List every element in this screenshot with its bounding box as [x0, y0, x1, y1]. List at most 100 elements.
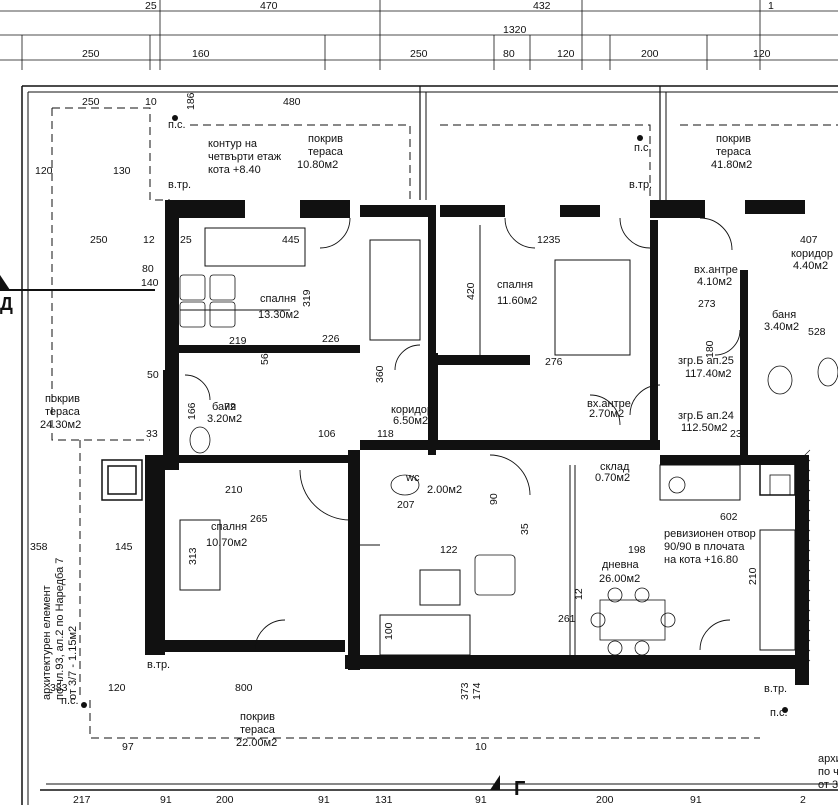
- bath-1-label: баня 3.20м2: [207, 401, 242, 425]
- dim-top-200: 200: [641, 48, 659, 60]
- svg-text:вх.антре: вх.антре: [694, 264, 738, 276]
- dim-207: 72: [224, 401, 236, 413]
- vdim-180: 174: [471, 682, 483, 700]
- svg-text:11.60м2: 11.60м2: [497, 295, 537, 307]
- svg-text:41.80м2: 41.80м2: [711, 159, 752, 171]
- dim-12: 12: [143, 234, 155, 246]
- bath-2-label: баня 3.40м2: [764, 309, 799, 333]
- svg-text:от 3/7 - 1.15м2: от 3/7 - 1.15м2: [67, 626, 79, 700]
- dim-bottom-2: 2: [800, 794, 806, 805]
- svg-text:тераса: тераса: [240, 724, 276, 736]
- dim-106: 106: [318, 428, 336, 440]
- dim-120: 120: [35, 165, 53, 177]
- svg-text:архи: архи: [818, 753, 838, 765]
- interior-lines: [179, 225, 796, 656]
- dim-top-25: 25: [145, 0, 157, 12]
- vdim-251: 100: [383, 622, 395, 640]
- bedroom-3-label: спалня 10.70м2: [206, 521, 247, 549]
- apt-24-label: згр.Б ап.24 112.50м2: [678, 410, 734, 434]
- ps-label-1: п.с.: [168, 119, 186, 131]
- svg-text:6.50м2: 6.50м2: [393, 415, 428, 427]
- svg-text:згр.Б ап.24: згр.Б ап.24: [678, 410, 734, 422]
- wall-hatch: [799, 449, 811, 671]
- svg-text:26.00м2: 26.00м2: [599, 573, 640, 585]
- furniture: [179, 274, 838, 656]
- dim-273: 231: [730, 428, 748, 440]
- dim-219: 219: [229, 335, 247, 347]
- dim-528: 407: [800, 234, 818, 246]
- svg-text:3.40м2: 3.40м2: [764, 321, 799, 333]
- dim-72: 145: [115, 541, 133, 553]
- top-dimension-text: 25 470 432 1 1320 250 160 250 80 120 200…: [82, 0, 774, 60]
- terrace-top-right-label: покрив тераса 41.80м2: [711, 133, 752, 171]
- svg-text:0.70м2: 0.70м2: [595, 472, 630, 484]
- vtr-label-2: в.тр.: [629, 179, 652, 191]
- svg-text:4.40м2: 4.40м2: [793, 260, 828, 272]
- dim-250-left: 250: [90, 234, 108, 246]
- dim-top-160: 160: [192, 48, 210, 60]
- svg-text:покрив: покрив: [308, 133, 343, 145]
- svg-text:спалня: спалня: [497, 279, 533, 291]
- svg-text:112.50м2: 112.50м2: [681, 422, 728, 434]
- dim-top-432: 432: [533, 0, 551, 12]
- svg-text:2.00м2: 2.00м2: [427, 484, 462, 496]
- svg-text:4.10м2: 4.10м2: [697, 276, 732, 288]
- svg-text:тераса: тераса: [308, 146, 344, 158]
- svg-text:кота +8.40: кота +8.40: [208, 164, 261, 176]
- section-markers: [0, 115, 788, 790]
- terrace-left-label: покрив тераса 24.30м2: [40, 393, 81, 431]
- dim-118: 118: [377, 428, 394, 440]
- svg-text:покрив: покрив: [240, 711, 275, 723]
- svg-text:90/90 в плочата: 90/90 в плочата: [664, 541, 745, 553]
- svg-text:коридор: коридор: [791, 248, 833, 260]
- dim-bottom-200b: 200: [596, 794, 614, 805]
- dim-10-bottom: 97: [122, 741, 134, 753]
- dim-358: 265: [250, 513, 268, 525]
- dim-250: 250: [82, 96, 100, 108]
- dim-120-bottom: 383: [50, 682, 68, 694]
- vdim-300: 313: [187, 547, 199, 565]
- entrance-1-label: вх.антре 4.10м2: [694, 264, 738, 288]
- bedroom-1-label: спалня 13.30м2: [258, 293, 299, 321]
- dimension-lines-top: [0, 0, 838, 70]
- vdim-200: 373: [459, 682, 471, 700]
- dim-480: 480: [283, 96, 301, 108]
- svg-text:2.70м2: 2.70м2: [589, 408, 624, 420]
- storage-label: склад 0.70м2: [595, 461, 630, 484]
- interior-dimension-text: 250 10 480 120 130 250 12 25 445 80 140 …: [30, 96, 826, 753]
- dim-80: 80: [142, 263, 154, 275]
- door-swings: [184, 217, 741, 651]
- svg-text:wc: wc: [405, 472, 420, 484]
- dim-10: 10: [145, 96, 157, 108]
- svg-text:спалня: спалня: [260, 293, 296, 305]
- dim-602: 198: [628, 544, 646, 556]
- bedroom-2-label: спалня 11.60м2: [497, 279, 537, 307]
- dim-407: 276: [545, 356, 563, 368]
- dim-bottom-91c: 91: [475, 794, 487, 805]
- corridor-2-label: коридор 4.40м2: [791, 248, 833, 272]
- corridor-1-label: коридор 6.50м2: [391, 404, 433, 427]
- arch-element-note: архитектурен елемент по чл.93, ал.2 по Н…: [41, 558, 79, 700]
- wc-label: wc 2.00м2: [405, 472, 462, 496]
- svg-text:по чл.93, ал.2 по Наредба 7: по чл.93, ал.2 по Наредба 7: [54, 558, 66, 700]
- vdim-166: 166: [186, 402, 198, 420]
- dim-top-80: 80: [503, 48, 515, 60]
- dim-261: 602: [720, 511, 738, 523]
- vdim-319: 319: [301, 289, 313, 307]
- dim-top-250b: 250: [410, 48, 428, 60]
- revision-note: ревизионен отвор 90/90 в плочата на кота…: [664, 528, 756, 566]
- entrance-2-label: вх.антре 2.70м2: [587, 398, 631, 420]
- dim-top-1: 1: [768, 0, 774, 12]
- svg-text:по ч: по ч: [818, 766, 838, 778]
- parapet-outline: [21, 85, 838, 805]
- svg-text:3.20м2: 3.20м2: [207, 413, 242, 425]
- ps-label-3: п.с.: [61, 695, 79, 707]
- vtr-label-4: в.тр.: [764, 683, 787, 695]
- dim-bottom-91b: 91: [318, 794, 330, 805]
- dim-265: 210: [225, 484, 243, 496]
- vdim-100: 180: [704, 340, 716, 358]
- svg-text:архитектурен елемент: архитектурен елемент: [41, 585, 53, 700]
- dim-150: 273: [698, 298, 716, 310]
- vtr-label-3: в.тр.: [147, 659, 170, 671]
- svg-text:тераса: тераса: [716, 146, 752, 158]
